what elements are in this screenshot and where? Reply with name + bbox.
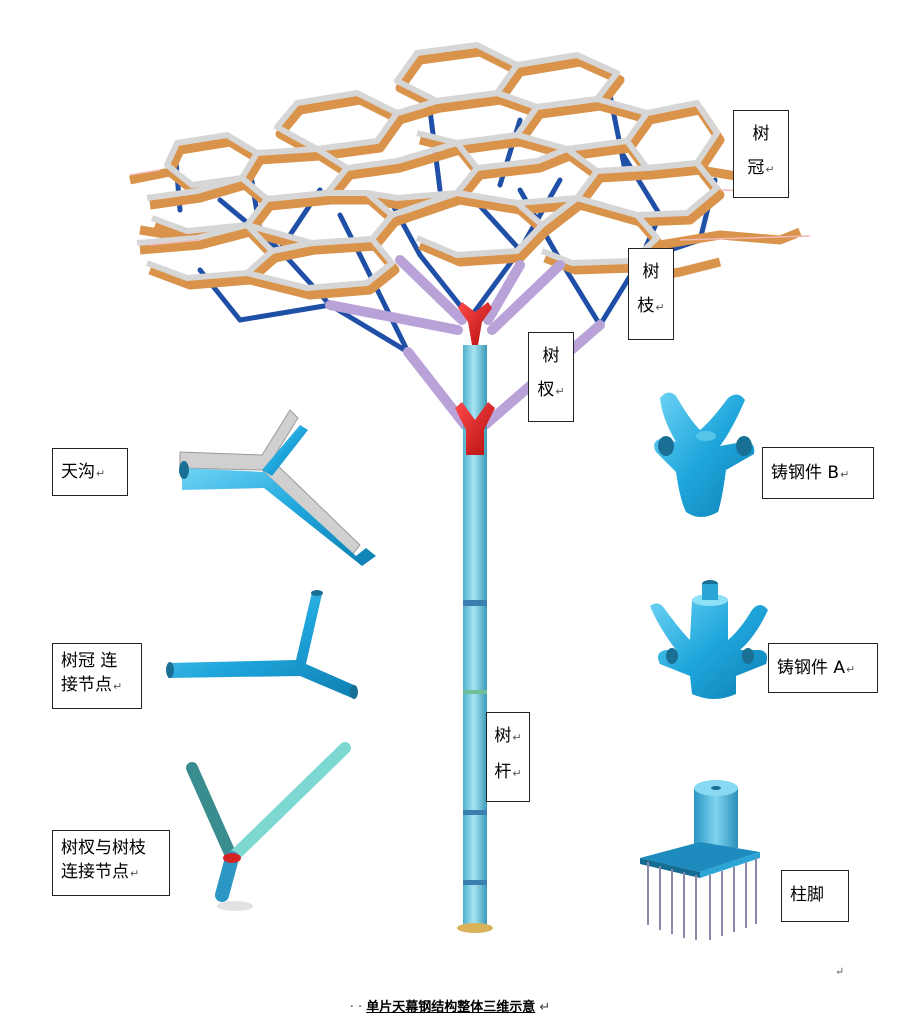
casting-node-upper [458, 302, 492, 345]
label-branch-l1: 树 [642, 262, 660, 282]
tree-trunk [455, 302, 495, 933]
label-trunk: 树↵ 杆↵ [486, 712, 530, 802]
label-fork-branch-node: 树杈与树枝 连接节点↵ [52, 830, 170, 896]
paragraph-mark: ↵ [113, 680, 123, 693]
label-trunk-l1: 树 [494, 726, 512, 746]
label-fork-l1: 树 [542, 346, 560, 366]
crown-connection-node-image [166, 590, 358, 699]
label-column-base-text: 柱脚 [790, 885, 824, 905]
casting-a-image [650, 580, 768, 699]
label-fork-l2: 杈 [537, 380, 555, 400]
fork-members [325, 255, 605, 430]
paragraph-mark: ↵ [655, 301, 665, 314]
caption-suffix: ↵ [535, 1000, 551, 1015]
paragraph-mark: ↵ [846, 663, 856, 676]
column-base-image [640, 780, 760, 940]
paragraph-mark: ↵ [555, 385, 565, 398]
paragraph-mark: ↵ [840, 468, 850, 481]
label-crown-l2: 冠 [747, 158, 765, 178]
fork-branch-connection-node-image [186, 742, 351, 911]
casting-node-lower [455, 402, 495, 455]
label-crown-node-l1: 树冠 连 [61, 651, 118, 671]
tree-crown [129, 42, 811, 430]
gutter-part-image [179, 409, 376, 566]
paragraph-mark-stray: ↵ [835, 965, 845, 978]
figure-caption: · · 单片天幕钢结构整体三维示意 ↵ [0, 996, 900, 1015]
paragraph-mark: ↵ [512, 731, 522, 744]
label-gutter-text: 天沟 [61, 462, 95, 482]
paragraph-mark: ↵ [512, 767, 522, 780]
label-gutter: 天沟↵ [52, 448, 128, 496]
label-casting-a-text: 铸钢件 A [777, 658, 846, 678]
label-casting-b: 铸钢件 B↵ [762, 447, 874, 499]
caption-text: 单片天幕钢结构整体三维示意 [366, 1000, 536, 1015]
caption-prefix: · · [349, 1000, 367, 1015]
label-fork-branch-l1: 树杈与树枝 [61, 838, 146, 858]
label-branch-l2: 枝 [637, 296, 655, 316]
label-casting-b-text: 铸钢件 B [771, 463, 840, 483]
paragraph-mark: ↵ [765, 163, 775, 176]
label-fork-branch-l2: 连接节点 [61, 862, 129, 882]
label-casting-a: 铸钢件 A↵ [768, 643, 878, 693]
label-crown-node-l2: 接节点 [61, 675, 112, 695]
label-branch: 树 枝↵ [628, 248, 674, 340]
label-fork: 树 杈↵ [528, 332, 574, 422]
label-crown: 树 冠↵ [733, 110, 789, 198]
label-crown-connection-node: 树冠 连 接节点↵ [52, 643, 142, 709]
crown-hex-grid [129, 42, 811, 300]
label-trunk-l2: 杆 [494, 762, 512, 782]
paragraph-mark: ↵ [130, 867, 140, 880]
label-column-base: 柱脚 [781, 870, 849, 922]
paragraph-mark: ↵ [96, 467, 106, 480]
casting-b-image [654, 392, 755, 517]
label-crown-l1: 树 [752, 124, 770, 144]
